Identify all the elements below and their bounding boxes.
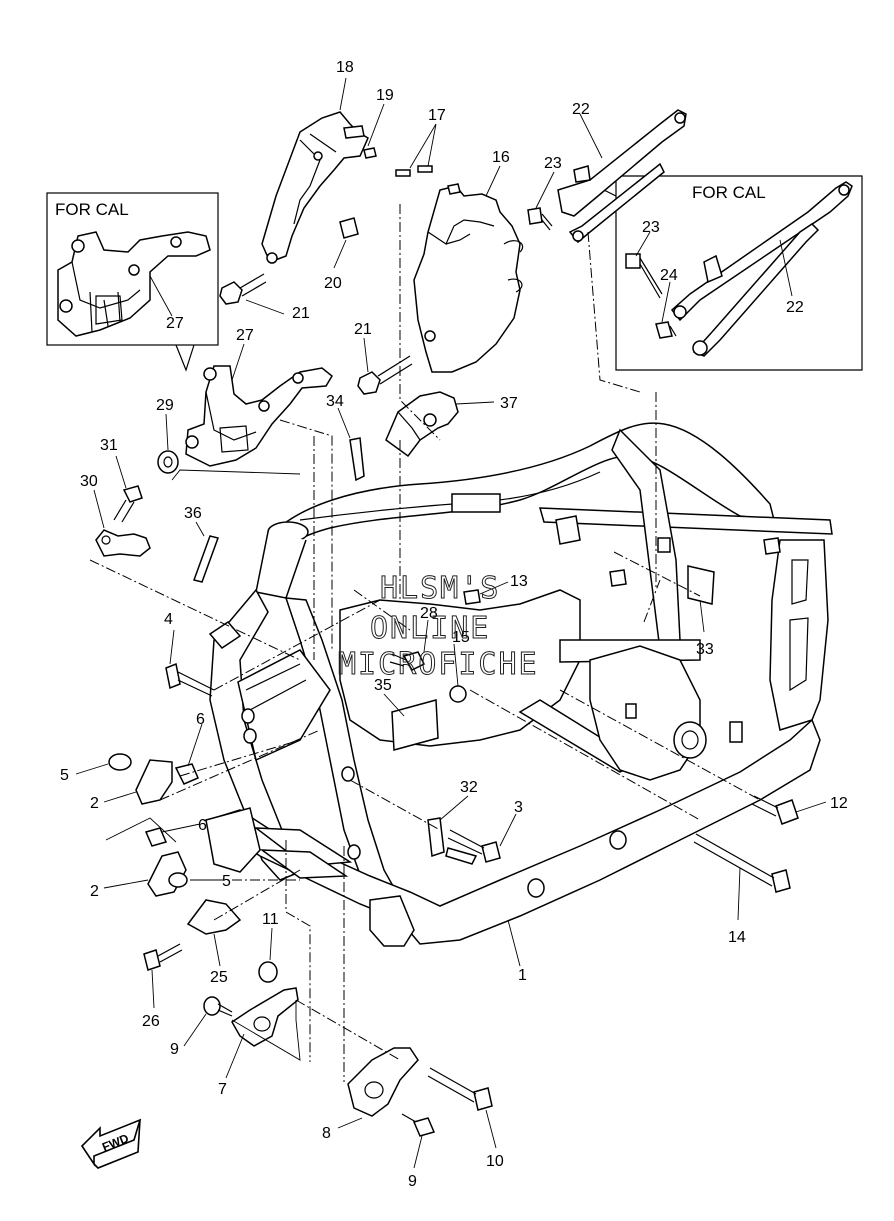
- bolt-part-12: [751, 795, 799, 825]
- inset-box-right-label: FOR CAL: [692, 183, 766, 202]
- callout-6-lower: 6: [198, 817, 207, 834]
- callout-16: 16: [492, 149, 510, 166]
- callout-11: 11: [262, 911, 279, 928]
- callout-26: 26: [142, 1013, 160, 1030]
- washer-part-5-lower: [168, 872, 188, 888]
- bolt-part-28: [389, 651, 426, 671]
- callout-3: 3: [514, 799, 523, 816]
- bolt-part-21-upper: [219, 273, 267, 305]
- callout-12: 12: [830, 795, 848, 812]
- frame-part-1: [205, 422, 833, 947]
- washer-part-11: [258, 961, 278, 983]
- pad-part-35: [391, 699, 439, 751]
- bolt-part-31: [113, 485, 143, 523]
- nut-part-6-lower: [144, 827, 168, 847]
- nut-part-13: [463, 589, 481, 605]
- dashed-leader-lines: [89, 204, 761, 1082]
- forward-arrow-icon: FWD: [80, 1118, 142, 1169]
- bolt-part-4: [165, 662, 215, 697]
- bolt-part-9-upper: [203, 996, 233, 1017]
- callout-35: 35: [374, 677, 392, 694]
- callout-34: 34: [326, 393, 344, 410]
- callout-32: 32: [460, 779, 478, 796]
- bolt-part-10: [427, 1067, 493, 1111]
- callout-27: 27: [236, 327, 254, 344]
- callout-28: 28: [420, 605, 438, 622]
- bolt-part-3: [447, 829, 501, 863]
- bolt-part-14: [693, 833, 791, 893]
- callout-15: 15: [452, 629, 470, 646]
- callout-10: 10: [486, 1153, 504, 1170]
- callout-19: 19: [376, 87, 394, 104]
- callout-5-upper: 5: [60, 767, 69, 784]
- callout-2-lower: 2: [90, 883, 99, 900]
- callout-33: 33: [696, 641, 714, 658]
- watermark: HLSM'S ONLINE MICROFICHE: [338, 571, 539, 683]
- inset-box-left-label: FOR CAL: [55, 200, 129, 219]
- callout-labels: 18 19 17 16 23 22 20 21 21 27 27 29 31 3…: [60, 59, 848, 1190]
- watermark-line-1: HLSM'S: [380, 571, 500, 606]
- washer-part-15: [449, 685, 467, 703]
- callout-9-lower: 9: [408, 1173, 417, 1190]
- watermark-line-2: ONLINE: [370, 611, 490, 646]
- pad-part-33: [687, 565, 715, 605]
- callout-23: 23: [544, 155, 562, 172]
- cover-part-16: [413, 183, 524, 373]
- clip-part-34: [349, 437, 365, 482]
- callout-18: 18: [336, 59, 354, 76]
- callout-17: 17: [428, 107, 446, 124]
- callout-6-upper: 6: [196, 711, 205, 728]
- bracket-part-37: [385, 391, 459, 458]
- bolt-part-23-upper: [527, 207, 553, 231]
- clip-part-32: [427, 817, 445, 858]
- bolt-part-26: [143, 943, 183, 971]
- callout-13: 13: [510, 573, 528, 590]
- tape-part-36: [193, 535, 219, 583]
- damper-part-20: [339, 217, 359, 239]
- pad-part-17: [395, 165, 433, 177]
- callout-25: 25: [210, 969, 228, 986]
- bolt-part-21-middle: [357, 355, 413, 395]
- inset-box-left: FOR CAL: [46, 192, 219, 372]
- plate-part-2-upper: [135, 759, 173, 805]
- callout-36: 36: [184, 505, 202, 522]
- callout-1: 1: [518, 967, 527, 984]
- bolt-part-9-lower: [401, 1113, 436, 1137]
- callout-7: 7: [218, 1081, 227, 1098]
- callout-29: 29: [156, 397, 174, 414]
- callout-23-inset: 23: [642, 219, 660, 236]
- bracket-part-18: [261, 111, 369, 264]
- callout-8: 8: [322, 1125, 331, 1142]
- washer-part-5-upper: [108, 753, 132, 771]
- grommet-part-29: [157, 450, 179, 474]
- clip-part-30: [95, 529, 151, 557]
- watermark-line-3: MICROFICHE: [338, 647, 539, 682]
- callout-4: 4: [164, 611, 173, 628]
- callout-14: 14: [728, 929, 746, 946]
- callout-37: 37: [500, 395, 518, 412]
- callout-22-inset: 22: [786, 299, 804, 316]
- callout-5-lower: 5: [222, 873, 231, 890]
- callout-30: 30: [80, 473, 98, 490]
- leader-lines: [75, 77, 827, 1169]
- callout-31: 31: [100, 437, 118, 454]
- bracket-part-27: [185, 365, 333, 467]
- callout-20: 20: [324, 275, 342, 292]
- inset-box-right: FOR CAL: [594, 175, 863, 371]
- rubber-part-19: [363, 147, 377, 159]
- plate-part-8: [347, 1047, 419, 1117]
- callout-21-upper: 21: [292, 305, 310, 322]
- callout-24: 24: [660, 267, 678, 284]
- callout-2-upper: 2: [90, 795, 99, 812]
- callout-9-upper: 9: [170, 1041, 179, 1058]
- callout-27-inset: 27: [166, 315, 184, 332]
- callout-21-middle: 21: [354, 321, 372, 338]
- clip-part-25: [186, 899, 242, 935]
- callout-22: 22: [572, 101, 590, 118]
- strut-part-22-upper: [557, 109, 687, 244]
